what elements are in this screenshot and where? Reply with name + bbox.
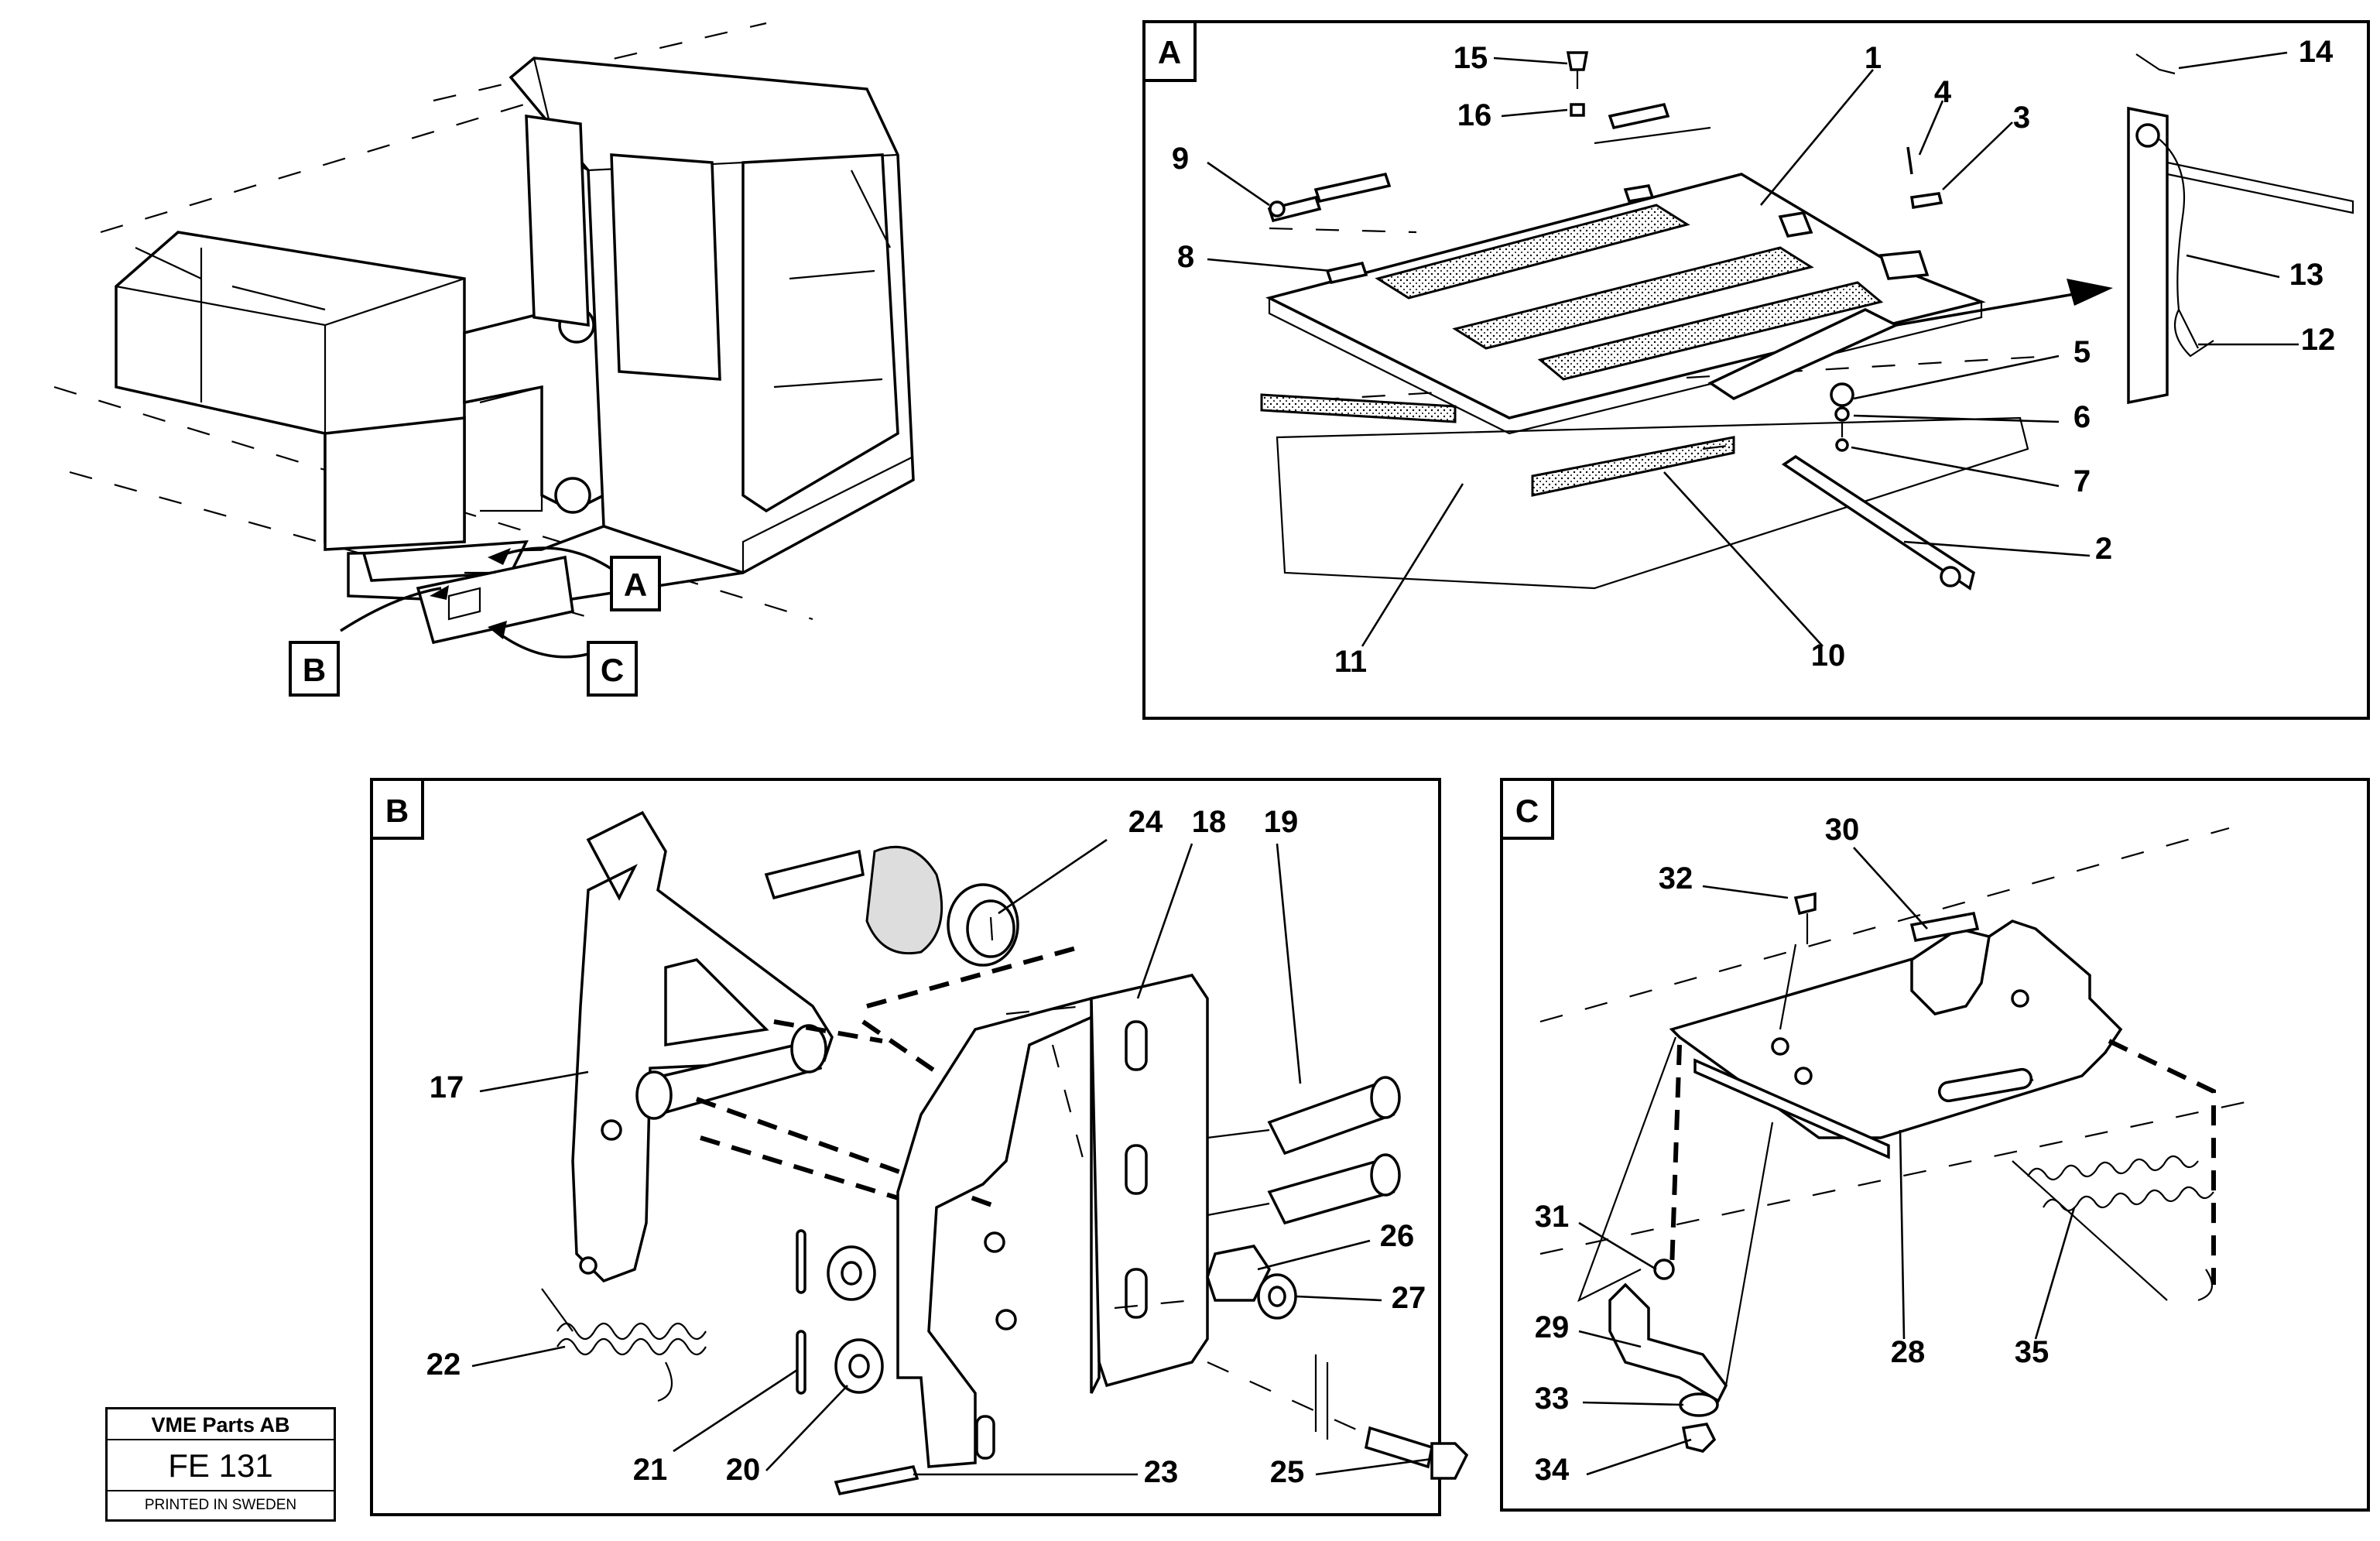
callout-31: 31: [1535, 1200, 1570, 1234]
overview-label-box-a: [610, 556, 661, 611]
company-name: VME Parts AB: [108, 1409, 334, 1440]
callout-10: 10: [1811, 639, 1846, 673]
callout-29: 29: [1535, 1310, 1570, 1344]
panel-c-label: C: [1515, 793, 1539, 829]
callout-5: 5: [2074, 335, 2091, 369]
overview-label-box-c: [587, 641, 638, 697]
callout-8: 8: [1177, 240, 1194, 274]
panel-a: A: [1142, 20, 2370, 720]
callout-18: 18: [1192, 805, 1227, 839]
callout-4: 4: [1934, 75, 1952, 109]
overview-label-box-b: [289, 641, 340, 697]
callout-15: 15: [1454, 41, 1488, 75]
callout-12: 12: [2301, 323, 2336, 357]
drawing-code: FE 131: [108, 1440, 334, 1491]
callout-30: 30: [1825, 813, 1860, 847]
panel-b: B: [370, 778, 1469, 1516]
callout-28: 28: [1891, 1335, 1926, 1369]
callout-11: 11: [1334, 645, 1367, 679]
callout-16: 16: [1457, 98, 1492, 132]
callout-20: 20: [726, 1453, 761, 1487]
callout-7: 7: [2074, 464, 2091, 498]
callout-6: 6: [2074, 400, 2091, 434]
callout-19: 19: [1264, 805, 1299, 839]
overview-label-c: C: [601, 652, 624, 688]
callout-25: 25: [1270, 1455, 1305, 1489]
panel-c: C 32 30 3: [1500, 778, 2370, 1512]
machine-overview: A B C: [53, 22, 915, 697]
callout-33: 33: [1535, 1382, 1570, 1416]
callout-14: 14: [2299, 35, 2334, 69]
callout-21: 21: [633, 1453, 668, 1487]
callout-3: 3: [2013, 101, 2030, 135]
title-block: VME Parts AB FE 131 PRINTED IN SWEDEN: [105, 1407, 336, 1522]
callout-9: 9: [1172, 142, 1189, 176]
callout-35: 35: [2015, 1335, 2050, 1369]
callout-22: 22: [426, 1348, 461, 1382]
callout-17: 17: [430, 1070, 464, 1104]
panel-b-label: B: [385, 793, 409, 829]
overview-label-a: A: [624, 567, 647, 603]
callout-1: 1: [1865, 41, 1882, 75]
overview-label-b: B: [303, 652, 326, 688]
panel-c-callouts: 32 30 31 29 33 34 28 35: [1535, 813, 2076, 1487]
panel-a-label: A: [1158, 34, 1181, 70]
callout-23: 23: [1144, 1455, 1179, 1489]
callout-34: 34: [1535, 1453, 1570, 1487]
callout-26: 26: [1380, 1219, 1415, 1253]
panel-b-callouts: 17 18 19 20 21 22 23 24 25 26 27: [426, 805, 1433, 1489]
printed-note: PRINTED IN SWEDEN: [144, 1497, 297, 1513]
callout-24: 24: [1128, 805, 1163, 839]
callout-13: 13: [2289, 258, 2324, 292]
panel-a-callouts: 1 2 3 4 5 6 7 8 9 10 11 12 13 1: [1172, 35, 2335, 679]
callout-32: 32: [1659, 861, 1693, 895]
callout-27: 27: [1392, 1281, 1426, 1315]
callout-2: 2: [2095, 532, 2112, 566]
